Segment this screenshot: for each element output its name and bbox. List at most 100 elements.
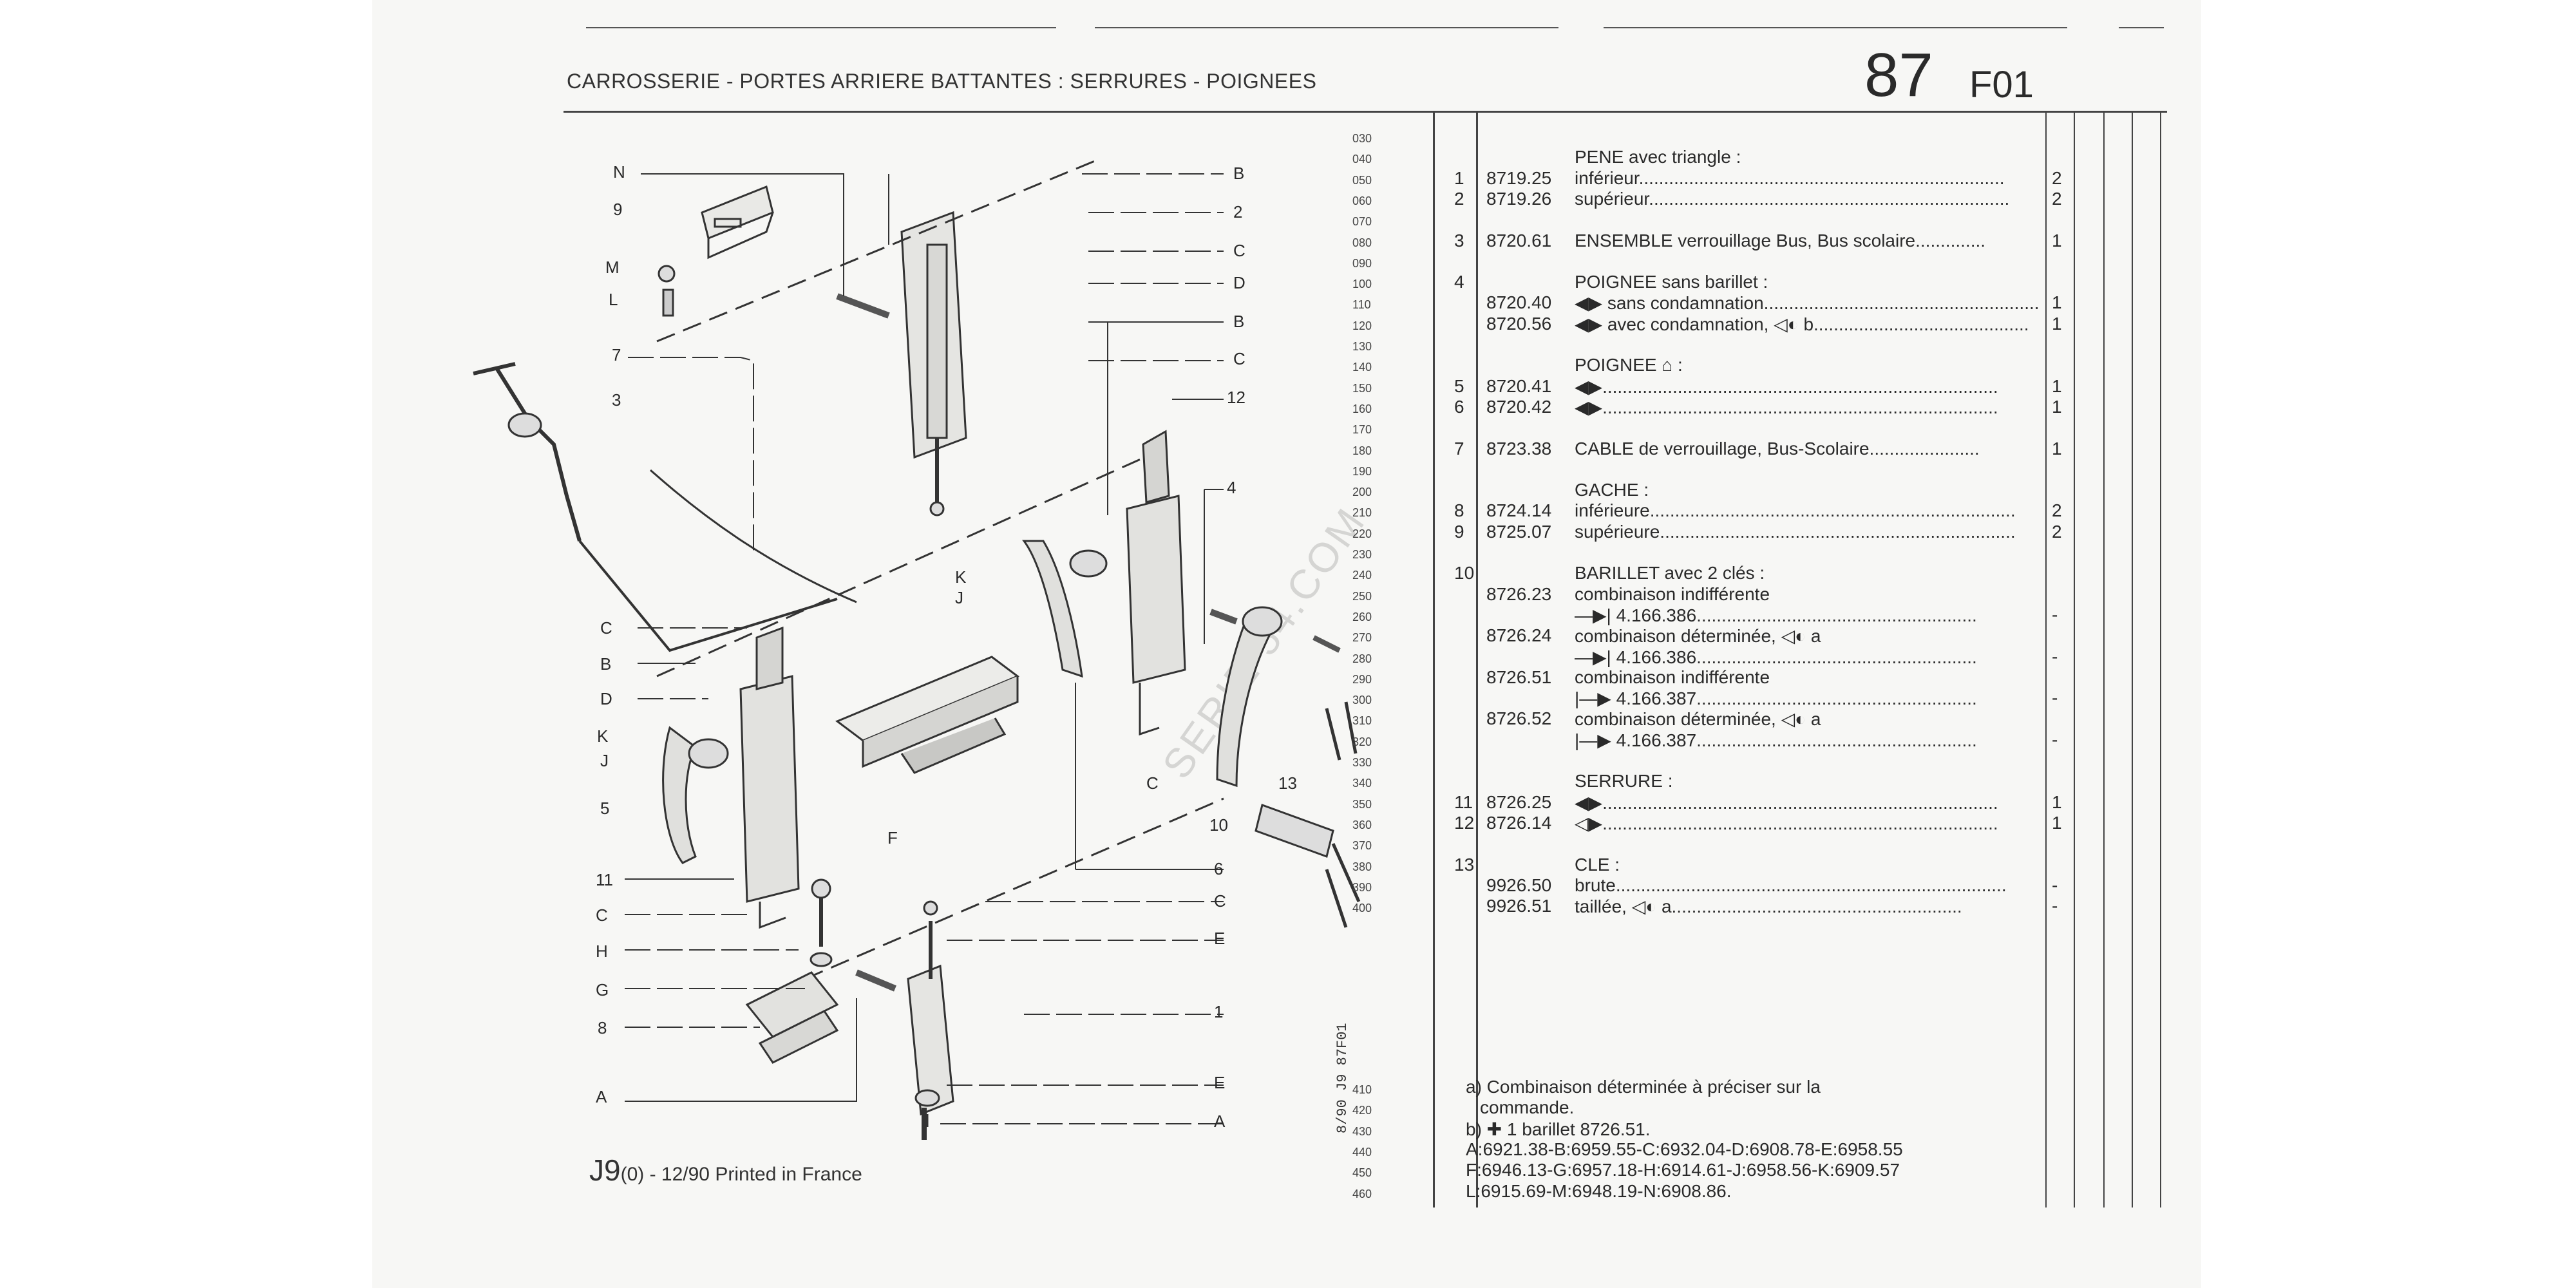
- line-number: 050: [1352, 173, 1372, 187]
- callout-label: A: [1214, 1112, 1226, 1131]
- part-reference: 8726.25: [1486, 791, 1552, 812]
- page-title: CARROSSERIE - PORTES ARRIERE BATTANTES :…: [567, 70, 1317, 93]
- callout-label: C: [1233, 349, 1245, 368]
- part-repere: 12: [1454, 812, 1475, 833]
- part-repere: 8: [1454, 500, 1464, 521]
- callout-label: J: [955, 588, 963, 607]
- part-reference: 8720.41: [1486, 375, 1552, 396]
- part-repere: 5: [1454, 375, 1464, 396]
- part-quantity: -: [2052, 604, 2058, 625]
- part-quantity: 1: [2052, 396, 2062, 417]
- table-column-rule: [2103, 113, 2105, 1208]
- part-repere: 4: [1454, 272, 1464, 292]
- part-description: combinaison indifférente: [1575, 583, 1770, 604]
- callout-label: L: [609, 290, 618, 309]
- note-text: b) ✚ 1 barillet 8726.51.: [1466, 1119, 1651, 1139]
- callout-label: 9: [613, 200, 622, 219]
- part-repere: 13: [1454, 854, 1475, 875]
- line-number: 360: [1352, 818, 1372, 831]
- parts-row: 13 CLE :: [1352, 855, 2093, 875]
- line-number: 150: [1352, 381, 1372, 395]
- part-quantity: 2: [2052, 500, 2062, 521]
- part-description: ◀▶ avec condamnation, ◁◐ b..............…: [1575, 314, 2029, 334]
- callout-label: B: [1233, 312, 1244, 331]
- top-rule: [1604, 27, 2067, 28]
- part-reference: 8726.52: [1486, 708, 1552, 729]
- part-repere: 2: [1454, 188, 1464, 209]
- callout-label: M: [605, 258, 620, 277]
- line-number: 250: [1352, 589, 1372, 603]
- parts-row: |—▶ 4.166.387...........................…: [1352, 730, 2093, 750]
- line-number: 240: [1352, 569, 1372, 582]
- part-quantity: 2: [2052, 167, 2062, 188]
- part-description: ◀▶ sans condamnation....................…: [1575, 293, 2040, 314]
- part-repere: 11: [1454, 791, 1473, 812]
- callout-label: 2: [1233, 202, 1242, 222]
- part-reference: 8726.23: [1486, 583, 1552, 604]
- part-description: |—▶ 4.166.387...........................…: [1575, 730, 1977, 750]
- callout-label: C: [1146, 773, 1159, 793]
- callout-label: 1: [1214, 1002, 1223, 1021]
- line-number: 380: [1352, 860, 1372, 873]
- note-text: commande.: [1480, 1097, 1575, 1118]
- part-reference: 8720.42: [1486, 396, 1552, 417]
- callout-label: 4: [1227, 478, 1236, 497]
- part-reference: 8720.40: [1486, 292, 1552, 313]
- callout-label: C: [1214, 891, 1226, 911]
- part-description: supérieur...............................…: [1575, 188, 2010, 209]
- callout-label: K: [955, 567, 967, 587]
- callout-label: 10: [1209, 815, 1228, 835]
- part-description: ◀▶......................................…: [1575, 792, 1998, 813]
- part-quantity: 1: [2052, 812, 2062, 833]
- line-number: 300: [1352, 694, 1372, 707]
- line-number: 320: [1352, 735, 1372, 748]
- line-number: 140: [1352, 361, 1372, 374]
- parts-row: 8726.23 combinaison indifférente: [1352, 584, 2093, 605]
- part-description: —▶| 4.166.386...........................…: [1575, 647, 1977, 667]
- part-description: ◀▶......................................…: [1575, 397, 1998, 417]
- part-reference: 8723.38: [1486, 438, 1552, 459]
- line-number: 040: [1352, 153, 1372, 166]
- part-quantity: 1: [2052, 292, 2062, 313]
- note-line-number: 450: [1352, 1166, 1372, 1180]
- part-repere: 1: [1454, 167, 1464, 188]
- note-line-number: 440: [1352, 1145, 1372, 1159]
- note-line-number: 460: [1352, 1187, 1372, 1200]
- part-reference: 8720.56: [1486, 313, 1552, 334]
- parts-row: PENE avec triangle :: [1352, 147, 2093, 167]
- parts-row: SERRURE :: [1352, 771, 2093, 791]
- part-quantity: -: [2052, 646, 2058, 667]
- callout-label: E: [1214, 929, 1225, 948]
- part-description: ENSEMBLE verrouillage Bus, Bus scolaire.…: [1575, 230, 1986, 251]
- line-number: 340: [1352, 777, 1372, 790]
- table-column-rule: [1476, 113, 1478, 1208]
- callout-label: 13: [1278, 773, 1297, 793]
- header-rule: [564, 111, 2167, 113]
- catalog-page: [372, 0, 2201, 1288]
- part-quantity: 1: [2052, 375, 2062, 396]
- part-repere: 7: [1454, 438, 1464, 459]
- parts-row: —▶| 4.166.386...........................…: [1352, 605, 2093, 625]
- callout-label: G: [596, 980, 609, 999]
- line-number: 290: [1352, 672, 1372, 686]
- part-description: combinaison indifférente: [1575, 667, 1770, 687]
- line-number: 030: [1352, 132, 1372, 145]
- part-quantity: -: [2052, 688, 2058, 708]
- line-number: 200: [1352, 486, 1372, 499]
- line-number: 100: [1352, 278, 1372, 291]
- callout-label: H: [596, 942, 608, 961]
- top-rule: [1095, 27, 1558, 28]
- part-reference: 8719.25: [1486, 167, 1552, 188]
- part-description: CLE :: [1575, 854, 1620, 875]
- callout-label: F: [887, 828, 898, 848]
- line-number: 370: [1352, 839, 1372, 853]
- part-reference: 9926.50: [1486, 875, 1552, 895]
